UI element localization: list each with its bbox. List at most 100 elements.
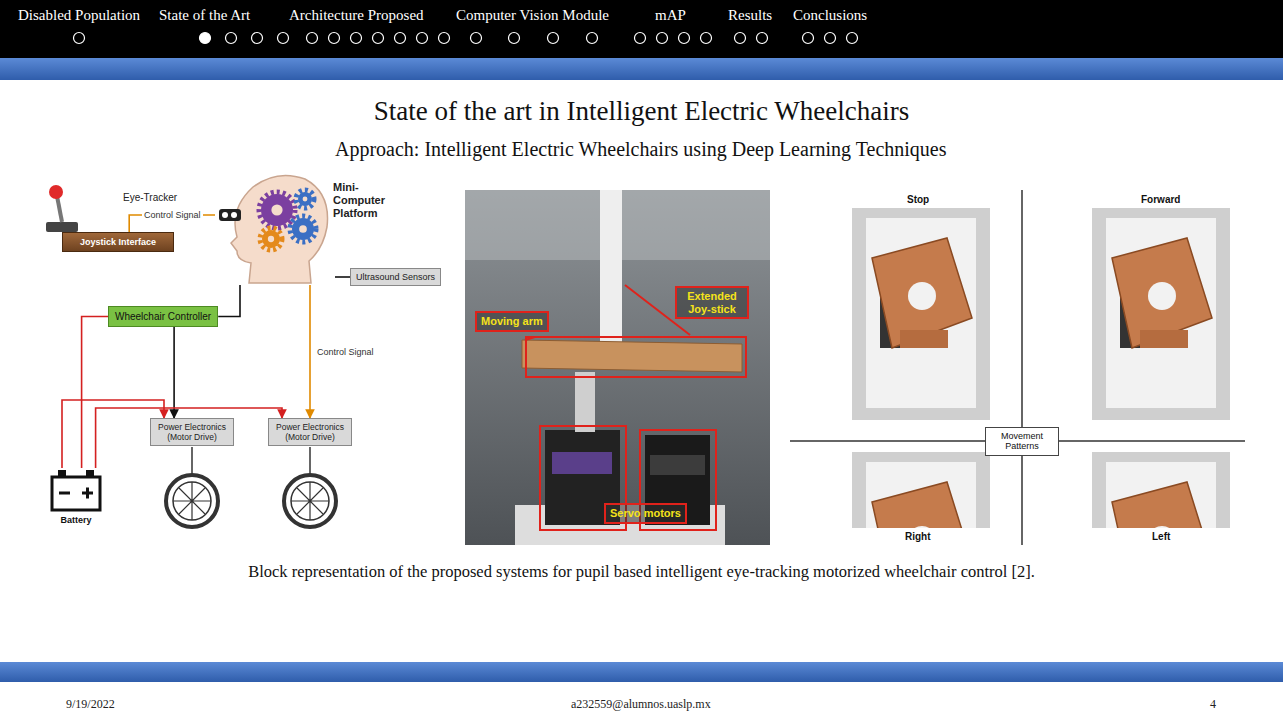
- nav-section: State of the Art: [159, 7, 250, 24]
- prototype-photo: [600, 190, 622, 345]
- joystick-icon: [57, 196, 62, 222]
- head-outline: [260, 228, 282, 250]
- nav-dots: [417, 33, 428, 44]
- nav-dots: [351, 33, 362, 44]
- connector-line: [96, 408, 282, 468]
- movement-pattern-photos: [852, 208, 990, 420]
- controller-box: Wheelchair Controller: [108, 306, 218, 327]
- photo-callout: Extended Joy-stick: [675, 286, 749, 319]
- footer-date: 9/19/2022: [66, 697, 115, 712]
- prototype-photo: [465, 190, 770, 545]
- node-text: Wheelchair Controller: [115, 311, 211, 322]
- head-outline: [299, 225, 307, 233]
- nav-section: Architecture Proposed: [289, 7, 424, 24]
- wheel-symbols: [173, 482, 211, 520]
- head-outline: [271, 204, 282, 215]
- wheel-symbols: [291, 482, 329, 520]
- head-outline: [296, 190, 314, 208]
- prototype-photo: [552, 452, 612, 474]
- joystick-icon: [46, 185, 78, 232]
- nav-dots: [471, 33, 482, 44]
- movement-pattern-photos: [1092, 452, 1230, 528]
- node-text: Power Electronics (Motor Drive): [154, 422, 230, 442]
- movement-pattern-photos: [1092, 452, 1230, 528]
- figure-caption: Block representation of the proposed sys…: [0, 562, 1283, 582]
- movement-pattern-photos: [790, 190, 1245, 664]
- nav-dots: [307, 33, 318, 44]
- nav-dots: [757, 33, 768, 44]
- nav-section: Conclusions: [793, 7, 867, 24]
- nav-dots: [847, 33, 858, 44]
- node-text: Power Electronics (Motor Drive): [272, 422, 348, 442]
- power-electronics-box: Power Electronics (Motor Drive): [150, 418, 234, 446]
- signal-label: Control Signal: [142, 210, 203, 220]
- connector-line: [309, 285, 311, 418]
- nav-section: Results: [728, 7, 772, 24]
- photo-callout: Moving arm: [475, 311, 549, 332]
- battery-node: Battery: [48, 468, 104, 525]
- part-label: Eye-Tracker: [123, 192, 177, 203]
- node-text: Mini-Computer Platform: [333, 181, 409, 221]
- nav-dots: [74, 33, 858, 44]
- nav-dots: [200, 33, 211, 44]
- joystick-icon: [46, 222, 78, 232]
- head-outline: [222, 212, 228, 218]
- slide-title: State of the art in Intelligent Electric…: [0, 96, 1283, 127]
- nav-dots: [635, 33, 646, 44]
- movement-pattern-photos: [1021, 190, 1023, 545]
- joystick-icon: [49, 185, 63, 199]
- slide-number: 4: [1210, 697, 1216, 712]
- nav-dots: [548, 33, 559, 44]
- nav-dots: [701, 33, 712, 44]
- nav-section: Computer Vision Module: [456, 7, 609, 24]
- joystick-interface-box: Joystick Interface: [62, 232, 174, 252]
- nav-section: mAP: [655, 7, 686, 24]
- connector-line: [62, 400, 164, 468]
- sensor-box: Ultrasound Sensors: [350, 268, 441, 286]
- wheel-symbols: [166, 475, 218, 527]
- node-text: Movement Patterns: [989, 431, 1055, 452]
- prototype-photo: [650, 455, 705, 475]
- nav-dots: [439, 33, 450, 44]
- connector-line: [218, 285, 240, 317]
- wheel-symbols: [284, 475, 336, 527]
- nav-dots: [679, 33, 690, 44]
- connector-line: [335, 276, 350, 278]
- head-outline: [268, 236, 274, 242]
- nav-dots: [657, 33, 668, 44]
- prototype-photo: [575, 372, 595, 432]
- connector-line: [173, 327, 175, 418]
- nav-dots: [735, 33, 746, 44]
- node-text: Joystick Interface: [67, 237, 169, 247]
- wheel-symbols: [291, 482, 329, 520]
- head-outline: [231, 212, 237, 218]
- head-outline: [290, 216, 316, 242]
- top-band: [0, 58, 1283, 80]
- movement-pattern-photos: [852, 452, 990, 528]
- battery-symbol: [59, 488, 93, 499]
- movement-pattern-photos: [1092, 208, 1230, 420]
- pattern-label: Stop: [905, 194, 931, 205]
- computer-head: Mini-Computer Platform: [215, 165, 335, 285]
- pattern-label: Right: [903, 531, 933, 542]
- footer-email: a232559@alumnos.uaslp.mx: [571, 697, 711, 712]
- nav-bar: [0, 0, 1283, 58]
- nav-dots: [395, 33, 406, 44]
- pattern-label: Forward: [1139, 194, 1182, 205]
- signal-label: Control Signal: [315, 347, 376, 357]
- wheel-symbols: [191, 447, 193, 474]
- photo-callout: Servo motors: [604, 503, 687, 524]
- nav-dots: [373, 33, 384, 44]
- slide-subtitle: Approach: Intelligent Electric Wheelchai…: [335, 138, 947, 161]
- head-outline: [231, 175, 328, 283]
- power-electronics-box: Power Electronics (Motor Drive): [268, 418, 352, 446]
- prototype-photo: [465, 190, 770, 545]
- wheel-symbols: [309, 447, 311, 474]
- nav-dots: [587, 33, 598, 44]
- movement-pattern-photos: [852, 452, 990, 528]
- nav-dots: [803, 33, 814, 44]
- nav-dots: [825, 33, 836, 44]
- nav-dots: [252, 33, 263, 44]
- prototype-photo: [525, 337, 535, 340]
